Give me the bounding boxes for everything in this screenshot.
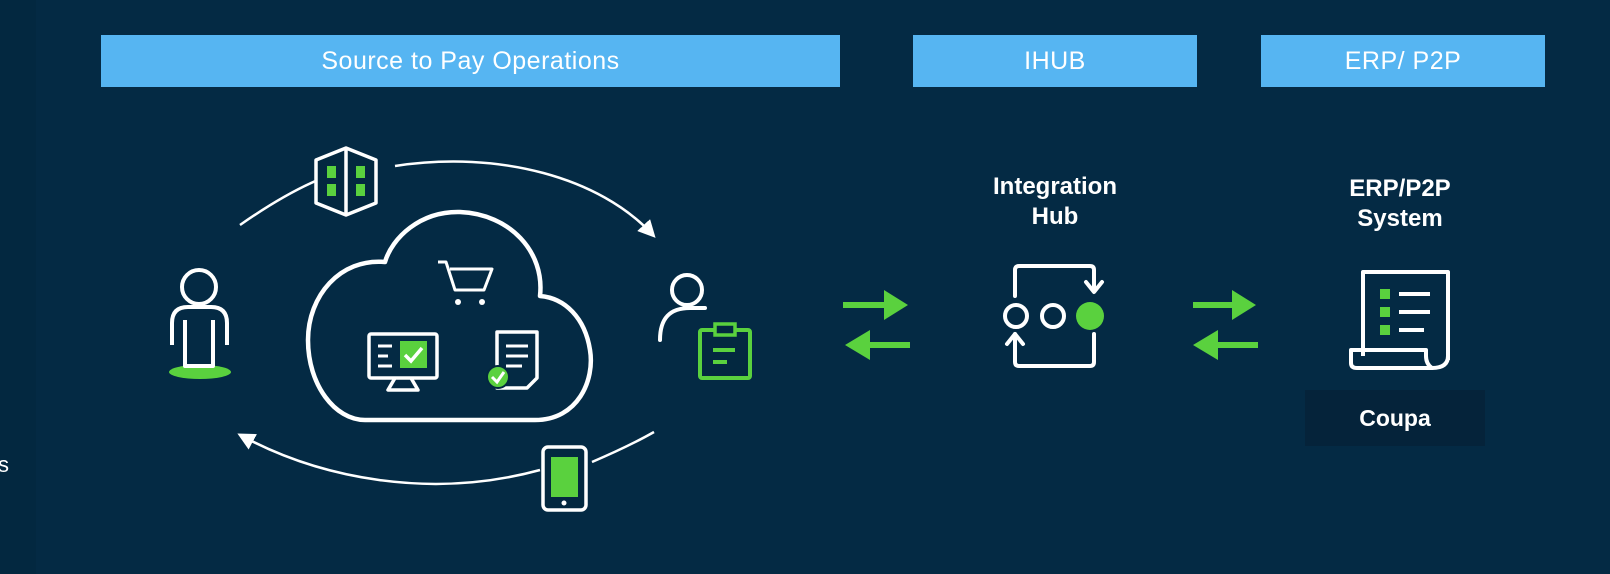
mobile-phone-icon xyxy=(541,445,588,512)
person-icon xyxy=(169,268,231,379)
exchange-arrows-icon xyxy=(843,290,910,360)
document-check-icon xyxy=(486,330,539,390)
cycle-arrows xyxy=(237,160,656,486)
source-to-pay-header: Source to Pay Operations xyxy=(101,35,840,87)
cycle-arc-bottom xyxy=(237,433,541,486)
erp-p2p-header: ERP/ P2P xyxy=(1261,35,1545,87)
monitor-check-icon xyxy=(367,332,439,392)
exchange-arrows-icon-right xyxy=(1193,290,1258,360)
document-list-icon xyxy=(1349,270,1450,370)
erp-system-title: ERP/P2P System xyxy=(1305,174,1495,234)
left-edge-text-fragment: s xyxy=(0,452,9,477)
coupa-label: Coupa xyxy=(1305,390,1485,446)
catalog-icon xyxy=(314,146,378,217)
cycle-arc-top-right xyxy=(394,160,656,238)
shopping-cart-icon xyxy=(438,260,494,305)
erp-system-title-line2: System xyxy=(1357,205,1443,232)
integration-hub-title: Integration Hub xyxy=(960,172,1150,232)
erp-system-title-line1: ERP/P2P xyxy=(1349,175,1451,202)
coupa-label-text: Coupa xyxy=(1359,404,1431,431)
integration-hub-title-line1: Integration xyxy=(993,173,1117,200)
cycle-arc-bottom-right xyxy=(591,430,655,464)
integration-hub-title-line2: Hub xyxy=(1031,203,1079,230)
diagram-panel xyxy=(36,0,1610,574)
integration-hub-icon xyxy=(1003,264,1104,368)
ihub-header: IHUB xyxy=(913,35,1197,87)
cloud-icon xyxy=(305,209,594,423)
person-clipboard-icon xyxy=(658,273,752,380)
